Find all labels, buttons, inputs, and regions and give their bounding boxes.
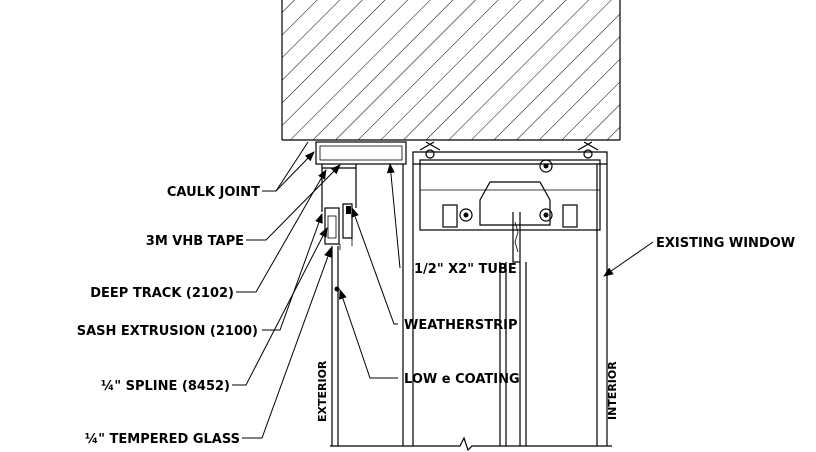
- label-sash-extrusion: SASH EXTRUSION (2100): [77, 324, 258, 339]
- tempered-glass: [331, 246, 340, 446]
- label-deep-track: DEEP TRACK (2102): [90, 286, 234, 301]
- label-spline: ¼" SPLINE (8452): [101, 379, 230, 394]
- label-caulk-joint: CAULK JOINT: [167, 185, 260, 200]
- label-vhb-tape: 3M VHB TAPE: [146, 234, 244, 249]
- label-low-e-coating: LOW e COATING: [404, 372, 520, 387]
- deep-track-profile: [321, 164, 357, 250]
- label-exterior: EXTERIOR: [316, 360, 329, 422]
- leader-lines: [232, 141, 654, 439]
- label-tube: 1/2" X2" TUBE: [414, 262, 517, 277]
- existing-window-frame: [402, 141, 608, 446]
- header-hatched-wall: [281, 0, 621, 141]
- label-interior: INTERIOR: [606, 361, 619, 420]
- label-tempered-glass: ¼" TEMPERED GLASS: [85, 432, 240, 447]
- break-line: [330, 436, 612, 452]
- tube-section: [315, 141, 407, 165]
- label-existing-window: EXISTING WINDOW: [656, 236, 795, 251]
- label-weatherstrip: WEATHERSTRIP: [404, 318, 518, 333]
